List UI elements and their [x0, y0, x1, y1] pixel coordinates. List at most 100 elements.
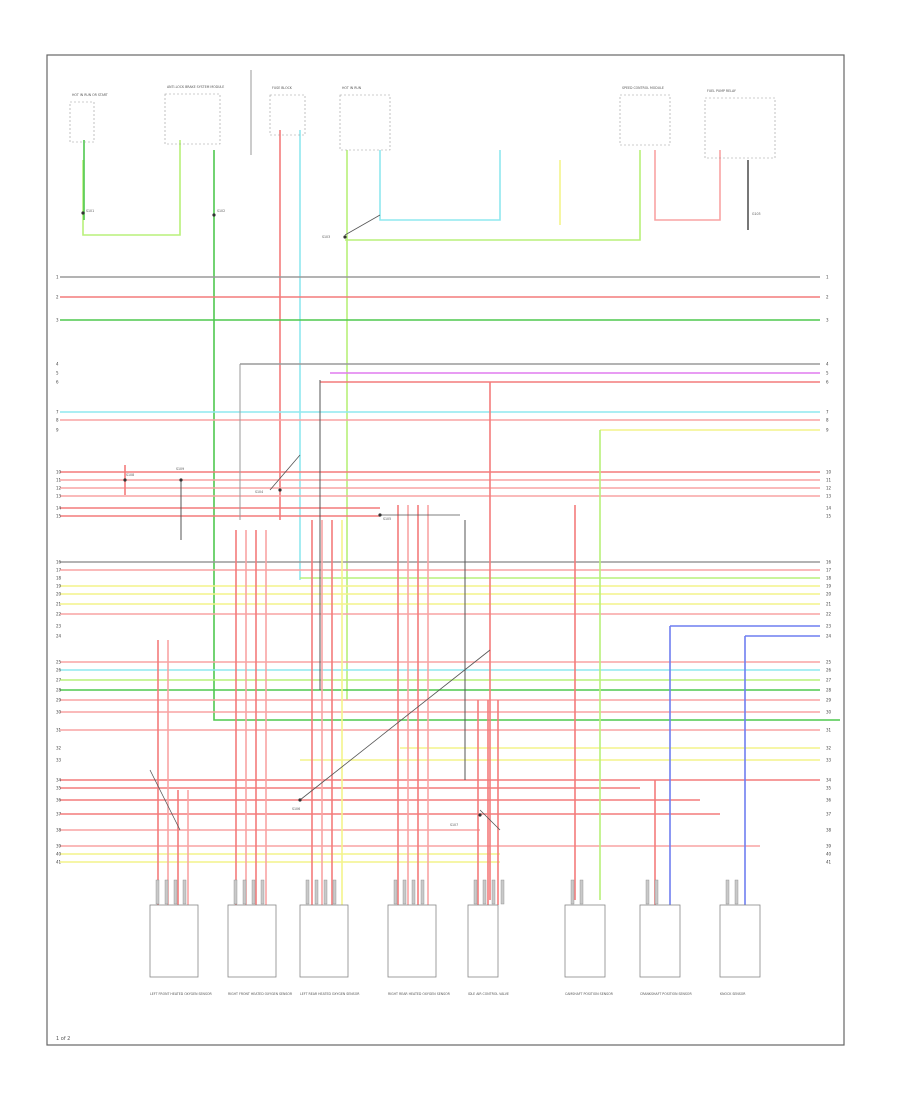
right-connector-number: 1 — [826, 275, 829, 280]
label-line: ANTI-LOCK BRAKE SYSTEM MODULE — [167, 85, 224, 89]
left-connector-number: 22 — [56, 612, 62, 617]
left-connector-number: 26 — [56, 668, 62, 673]
right-connector-number: 20 — [826, 592, 832, 597]
left-connector-number: 19 — [56, 584, 62, 589]
splice-label: S109 — [176, 467, 184, 471]
label-line: S107 — [450, 823, 458, 827]
top-component-label: HOT IN RUN OR START — [72, 93, 108, 97]
bottom-component-label: CAMSHAFT POSITION SENSOR — [565, 992, 614, 996]
bottom-component — [299, 904, 349, 978]
label-line: FUSE BLOCK — [272, 86, 293, 90]
label-line: IDLE AIR CONTROL VALVE — [468, 992, 509, 996]
left-connector-number: 4 — [56, 362, 59, 367]
label-line: G103 — [752, 212, 761, 216]
connector-pin — [570, 879, 575, 905]
splice-label: S102 — [217, 209, 225, 213]
top-component — [69, 101, 95, 143]
connector-pin — [332, 879, 337, 905]
bottom-component-label: IDLE AIR CONTROL VALVE — [468, 992, 509, 996]
bottom-component — [387, 904, 437, 978]
connector-pin — [314, 879, 319, 905]
left-connector-number: 2 — [56, 295, 59, 300]
left-connector-number: 7 — [56, 410, 59, 415]
label-line: S101 — [86, 209, 94, 213]
right-connector-number: 40 — [826, 852, 832, 857]
connector-pin — [402, 879, 407, 905]
right-connector-number: 14 — [826, 506, 832, 511]
right-connector-number: 30 — [826, 710, 832, 715]
connector-pin — [473, 879, 478, 905]
top-component-label: FUEL PUMP RELAY — [707, 89, 736, 93]
left-connector-number: 15 — [56, 514, 62, 519]
right-connector-number: 4 — [826, 362, 829, 367]
label-line: S106 — [292, 807, 300, 811]
connector-pin — [251, 879, 256, 905]
left-connector-number: 32 — [56, 746, 62, 751]
left-connector-number: 13 — [56, 494, 62, 499]
left-connector-number: 25 — [56, 660, 62, 665]
connector-pin — [734, 879, 739, 905]
right-connector-number: 37 — [826, 812, 832, 817]
bottom-component — [227, 904, 277, 978]
label-line: SPEED CONTROL MODULE — [622, 86, 664, 90]
left-connector-number: 5 — [56, 371, 59, 376]
label-line: S108 — [126, 473, 134, 477]
right-connector-number: 15 — [826, 514, 832, 519]
right-connector-number: 33 — [826, 758, 832, 763]
left-connector-number: 16 — [56, 560, 62, 565]
splice-dot — [378, 513, 382, 517]
splice-dot — [278, 488, 282, 492]
component-group — [69, 93, 776, 978]
left-connector-number: 20 — [56, 592, 62, 597]
right-connector-number: 9 — [826, 428, 829, 433]
label-group: HOT IN RUN OR START ANTI-LOCK BRAKE SYSTE… — [56, 85, 832, 996]
right-connector-number: 27 — [826, 678, 832, 683]
bottom-component — [564, 904, 606, 978]
connector-pin — [411, 879, 416, 905]
connector-pin — [233, 879, 238, 905]
wire-path — [379, 150, 501, 221]
connector-pin — [725, 879, 730, 905]
connector-pin — [500, 879, 505, 905]
splice-dot — [212, 213, 216, 217]
right-connector-number: 8 — [826, 418, 829, 423]
label-line: S103 — [322, 235, 330, 239]
right-connector-number: 18 — [826, 576, 832, 581]
right-connector-number: 2 — [826, 295, 829, 300]
splice-dot — [123, 478, 127, 482]
left-connector-number: 12 — [56, 486, 62, 491]
left-connector-number: 10 — [56, 470, 62, 475]
top-component — [619, 94, 671, 146]
wire-path — [479, 809, 501, 831]
right-connector-number: 5 — [826, 371, 829, 376]
right-connector-number: 11 — [826, 478, 832, 483]
connector-pin — [579, 879, 584, 905]
right-connector-number: 26 — [826, 668, 832, 673]
label-line: CRANKSHAFT POSITION SENSOR — [640, 992, 692, 996]
connector-pin — [164, 879, 169, 905]
right-connector-number: 32 — [826, 746, 832, 751]
label-line: HOT IN RUN — [342, 86, 362, 90]
wire-group — [60, 70, 840, 905]
right-connector-number: 41 — [826, 860, 832, 865]
connector-pin — [260, 879, 265, 905]
wire-path — [344, 214, 381, 236]
right-connector-number: 10 — [826, 470, 832, 475]
left-connector-number: 18 — [56, 576, 62, 581]
left-connector-number: 37 — [56, 812, 62, 817]
connector-pin — [305, 879, 310, 905]
right-connector-number: 24 — [826, 634, 832, 639]
label-line: S109 — [176, 467, 184, 471]
right-connector-number: 21 — [826, 602, 832, 607]
right-connector-number: 39 — [826, 844, 832, 849]
connector-pin — [182, 879, 187, 905]
wire-path — [345, 150, 641, 241]
right-connector-number: 29 — [826, 698, 832, 703]
left-connector-number: 33 — [56, 758, 62, 763]
splice-dot — [179, 478, 183, 482]
right-connector-number: 36 — [826, 798, 832, 803]
wire-path — [269, 454, 301, 491]
splice-dot — [343, 235, 347, 239]
right-connector-number: 23 — [826, 624, 832, 629]
